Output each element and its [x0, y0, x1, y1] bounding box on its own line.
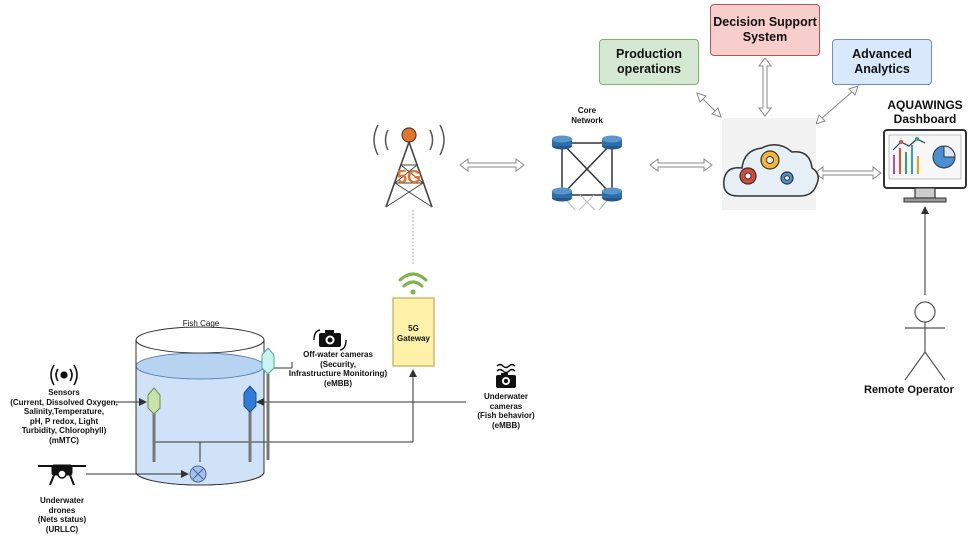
- production-operations-box: Production operations: [599, 39, 699, 85]
- double-arrow-core-cloud: [649, 158, 713, 172]
- sensor-gateway-lines: [86, 362, 466, 478]
- sensor-probe-green: [147, 387, 161, 462]
- advanced-analytics-box: Advanced Analytics: [832, 39, 932, 85]
- person-icon: [904, 301, 946, 381]
- decision-support-box: Decision Support System: [710, 4, 820, 56]
- cell-tower-icon: [373, 124, 445, 208]
- off-water-cameras-label: Off-water cameras (Security, Infrastruct…: [288, 350, 388, 388]
- sensor-signal-icon: [50, 364, 78, 386]
- double-arrow-decision-cloud: [758, 57, 772, 117]
- drone-node-icon: [189, 465, 207, 483]
- cloud-gears-icon: [722, 118, 819, 210]
- underwater-cameras-label: Underwater cameras (Fish behavior) (eMBB…: [477, 392, 535, 430]
- remote-operator-label: Remote Operator: [864, 384, 954, 396]
- router-icon: [602, 187, 622, 202]
- camera-icon: [313, 329, 347, 351]
- sensor-probe-cyan: [261, 347, 275, 460]
- sensors-label: Sensors (Current, Dissolved Oxygen, Sali…: [10, 388, 118, 445]
- production-operations-label: Production operations: [616, 47, 682, 76]
- advanced-analytics-label: Advanced Analytics: [852, 47, 912, 76]
- double-arrow-cloud-dashboard: [814, 166, 882, 180]
- router-icon: [552, 187, 572, 202]
- gateway-label: 5G Gateway: [397, 324, 430, 343]
- wifi-icon: [398, 272, 428, 295]
- sensor-probe-blue: [243, 385, 257, 462]
- double-arrow-analytics-cloud: [815, 85, 859, 125]
- core-network-label: Core Network: [571, 106, 603, 125]
- fish-cage-label: Fish Cage: [182, 319, 220, 328]
- underwater-camera-icon: [496, 363, 516, 388]
- double-arrow-production-cloud: [696, 92, 722, 118]
- fish-cage: [135, 326, 265, 486]
- decision-support-label: Decision Support System: [713, 15, 817, 44]
- drone-icon: [38, 464, 86, 486]
- gateway-box: [392, 297, 435, 367]
- double-arrow-tower-core: [459, 158, 525, 172]
- tower-5g-text: 5G: [397, 167, 421, 187]
- monitor-dashboard-icon: [883, 129, 967, 203]
- router-icon: [602, 135, 622, 150]
- router-icon: [552, 135, 572, 150]
- dashboard-title: AQUAWINGS Dashboard: [887, 98, 963, 126]
- drones-label: Underwater drones (Nets status) (URLLC): [37, 496, 87, 534]
